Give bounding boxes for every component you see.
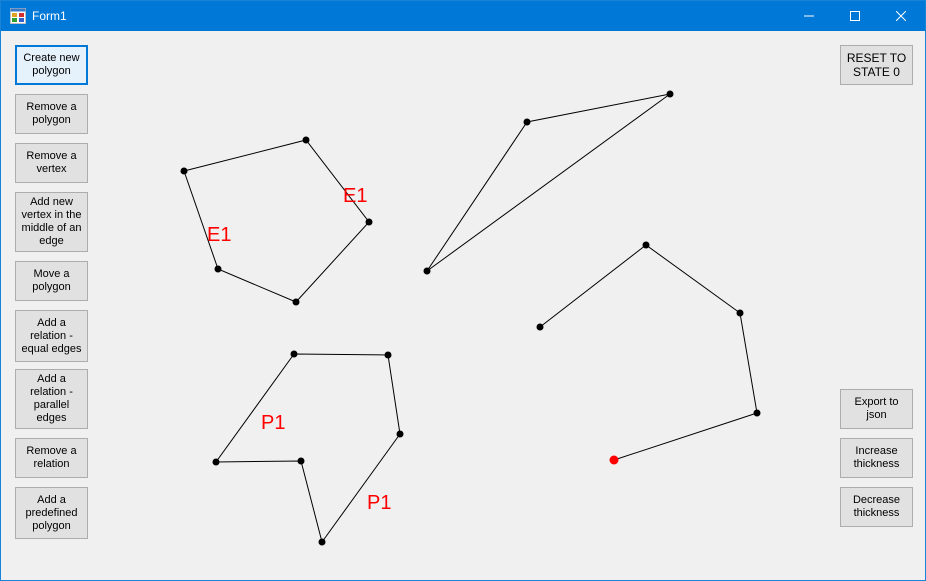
move-polygon-button[interactable]: Move a polygon [15,261,88,301]
polygon-a-edges[interactable] [183,139,370,303]
maximize-button[interactable] [832,1,878,31]
polygon-a-vertices[interactable] [180,136,373,306]
polygon-c[interactable] [539,244,758,461]
add-predefined-polygon-button[interactable]: Add a predefined polygon [15,487,88,539]
add-relation-parallel-edges-button[interactable]: Add a relation - parallel edges [15,369,88,429]
close-button[interactable] [878,1,924,31]
reset-to-state-0-button[interactable]: RESET TO STATE 0 [840,45,913,85]
minimize-icon [804,15,814,17]
active-vertex[interactable] [609,455,619,465]
vertex[interactable] [642,241,650,249]
relation-label-p1: P1 [261,412,285,434]
polygon-canvas[interactable]: E1 E1 P1 P1 [1,31,925,580]
create-new-polygon-button[interactable]: Create new polygon [15,45,88,85]
add-vertex-middle-edge-button[interactable]: Add new vertex in the middle of an edge [15,192,88,252]
vertex[interactable] [423,267,431,275]
polygon-c-vertices[interactable] [536,241,761,417]
vertex[interactable] [297,457,305,465]
form-client-area: E1 E1 P1 P1 Create new polygon Remove a … [1,31,925,580]
vertex[interactable] [523,118,531,126]
remove-relation-button[interactable]: Remove a relation [15,438,88,478]
relation-label-e1: E1 [207,224,231,246]
add-relation-equal-edges-button[interactable]: Add a relation - equal edges [15,310,88,362]
title-bar[interactable]: Form1 [1,1,925,31]
vertex[interactable] [292,298,300,306]
decrease-thickness-button[interactable]: Decrease thickness [840,487,913,527]
vertex[interactable] [666,90,674,98]
vertex[interactable] [736,309,744,317]
vertex[interactable] [384,351,392,359]
vertex[interactable] [318,538,326,546]
vertex[interactable] [536,323,544,331]
export-to-json-button[interactable]: Export to json [840,389,913,429]
vertex[interactable] [365,218,373,226]
window-title: Form1 [32,9,67,23]
minimize-button[interactable] [786,1,832,31]
polygon-d-vertices[interactable] [212,350,404,546]
increase-thickness-button[interactable]: Increase thickness [840,438,913,478]
polygon-b-vertices[interactable] [423,90,674,275]
vertex[interactable] [753,409,761,417]
form-app-icon [10,8,26,24]
maximize-icon [850,11,860,21]
vertex[interactable] [290,350,298,358]
polygon-c-edges[interactable] [539,244,758,461]
polygon-b-edges[interactable] [426,93,671,272]
vertex[interactable] [212,458,220,466]
remove-vertex-button[interactable]: Remove a vertex [15,143,88,183]
relation-label-p1: P1 [367,492,391,514]
vertex[interactable] [396,430,404,438]
relation-label-e1: E1 [343,185,367,207]
vertex[interactable] [180,167,188,175]
vertex[interactable] [302,136,310,144]
polygon-b[interactable] [426,93,671,272]
remove-polygon-button[interactable]: Remove a polygon [15,94,88,134]
close-icon [896,11,906,21]
polygon-a[interactable] [183,139,370,303]
vertex[interactable] [214,265,222,273]
